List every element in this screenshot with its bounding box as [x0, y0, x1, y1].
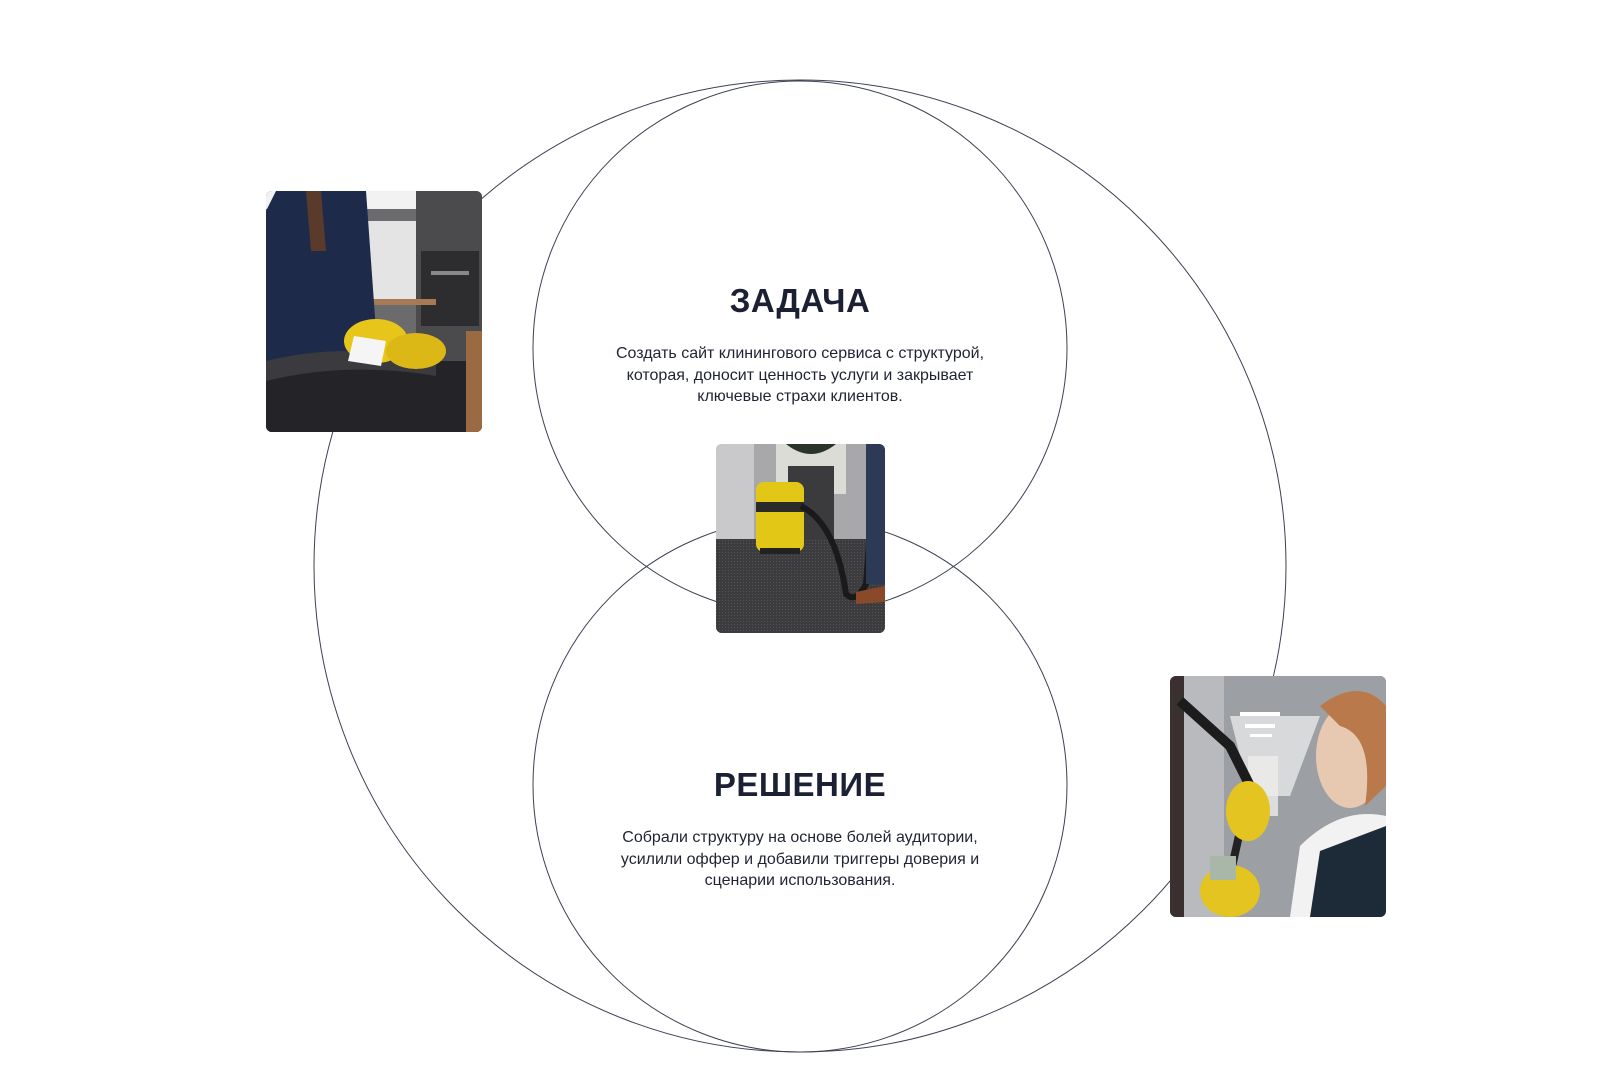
task-title: ЗАДАЧА — [729, 282, 871, 319]
solution-block: РЕШЕНИЕ Собрали структуру на основе боле… — [560, 765, 1040, 892]
image-vacuum-cleaner-icon — [716, 444, 885, 633]
task-description: Создать сайт клинингового сервиса с стру… — [615, 345, 985, 405]
photo-cleaner-wiping-chair — [266, 191, 482, 432]
image-steam-cleaning-icon — [1170, 676, 1386, 917]
photo-steam-cleaning — [1170, 676, 1386, 917]
solution-title: РЕШЕНИЕ — [713, 766, 887, 803]
image-cleaner-wiping-chair-icon — [266, 191, 482, 432]
task-block: ЗАДАЧА Создать сайт клинингового сервиса… — [560, 281, 1040, 408]
solution-description: Собрали структуру на основе болей аудито… — [620, 829, 980, 889]
photo-vacuum-cleaner — [716, 444, 885, 633]
